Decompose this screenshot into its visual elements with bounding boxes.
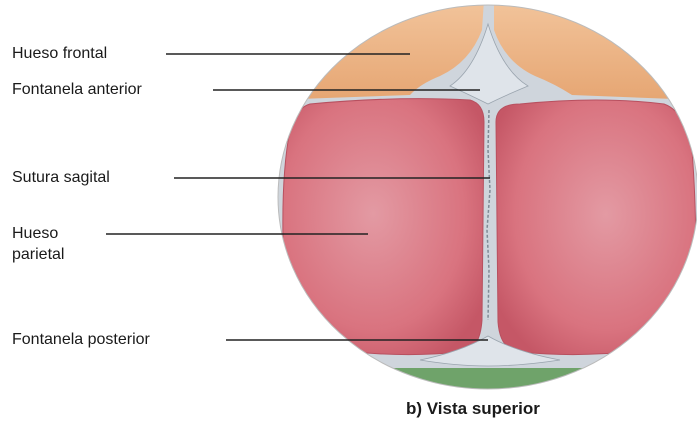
label-parietal-line2: parietal [12, 245, 64, 264]
label-anterior-fontanel: Fontanela anterior [12, 80, 142, 99]
figure-caption: b) Vista superior [406, 399, 540, 419]
label-parietal-line1: Hueso [12, 224, 58, 243]
parietal-bone-left [283, 99, 484, 355]
label-frontal-bone: Hueso frontal [12, 44, 107, 63]
parietal-bone-right [496, 100, 696, 355]
label-posterior-fontanel: Fontanela posterior [12, 330, 150, 349]
label-sagittal-suture: Sutura sagital [12, 168, 110, 187]
